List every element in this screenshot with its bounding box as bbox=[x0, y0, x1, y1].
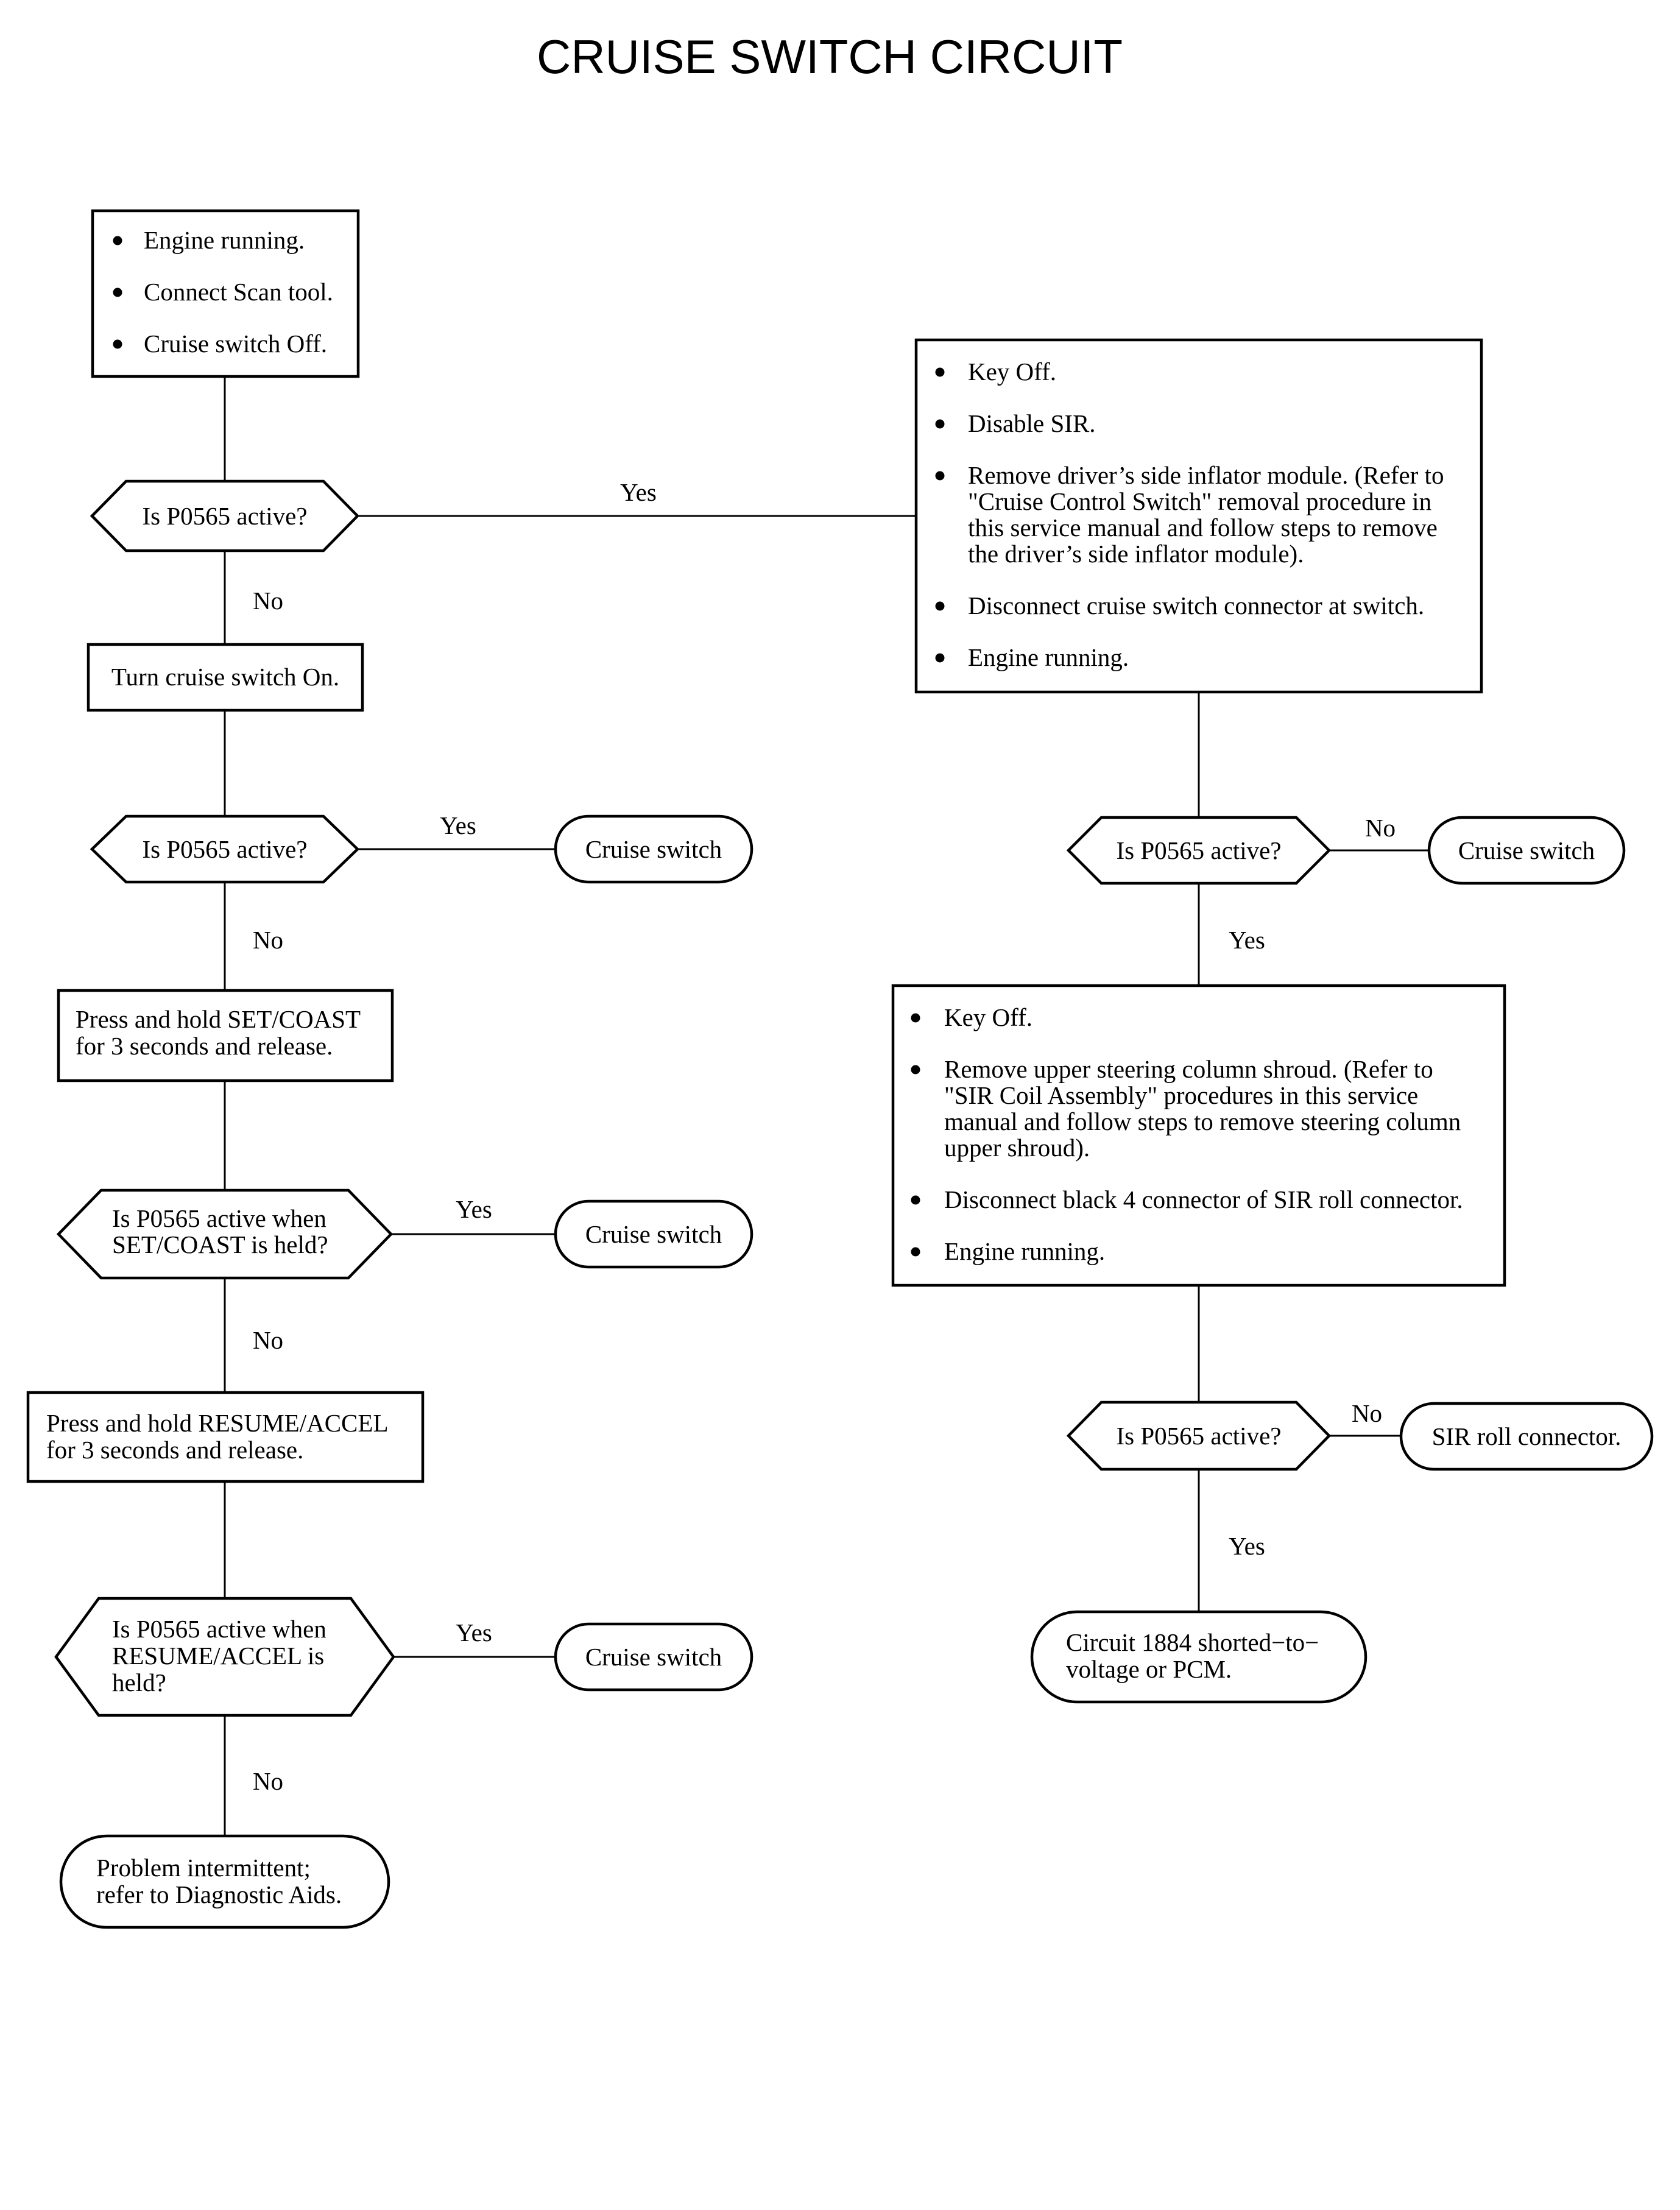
flow-text: CRUISE SWITCH CIRCUIT Engine running. Conn… bbox=[46, 30, 1621, 1908]
press-set-line-2: for 3 seconds and release. bbox=[76, 1032, 333, 1060]
end-cruise-switch-2 bbox=[554, 1199, 754, 1269]
q5-diamond bbox=[1066, 816, 1332, 885]
right-box-2-item-1-line-1: Key Off. bbox=[944, 1003, 1032, 1031]
q2-diamond bbox=[90, 814, 360, 884]
end-intermittent-line-1: Problem intermittent; bbox=[96, 1854, 311, 1882]
q3-yes-label: Yes bbox=[456, 1195, 492, 1223]
right-box-1-item-3-line-3: this service manual and follow steps to … bbox=[968, 514, 1438, 542]
right-box-1-bullet-4 bbox=[935, 601, 945, 611]
right-box-1-bullet-5 bbox=[935, 653, 945, 663]
end-cruise-switch-1-text: Cruise switch bbox=[585, 835, 722, 863]
q6-yes-label: Yes bbox=[1229, 1532, 1265, 1560]
press-set-box bbox=[57, 989, 394, 1082]
right-box-1-bullet-2 bbox=[935, 419, 945, 429]
q3-line-1: Is P0565 active when bbox=[112, 1204, 326, 1232]
right-box-2-bullet-3 bbox=[911, 1195, 920, 1205]
end-circuit-1884-line-1: Circuit 1884 shorted−to− bbox=[1066, 1628, 1319, 1656]
right-box-2-bullet-1 bbox=[911, 1013, 920, 1023]
right-box-2-item-2-line-3: manual and follow steps to remove steeri… bbox=[944, 1107, 1461, 1135]
q2-text: Is P0565 active? bbox=[143, 835, 308, 863]
q1-no-label: No bbox=[253, 587, 283, 615]
q3-no-label: No bbox=[253, 1326, 283, 1354]
q6-diamond bbox=[1066, 1400, 1332, 1471]
end-cruise-switch-1 bbox=[554, 814, 754, 884]
start-box bbox=[91, 209, 360, 378]
end-sir-roll-connector-text: SIR roll connector. bbox=[1432, 1422, 1622, 1450]
q2-no-label: No bbox=[253, 926, 283, 954]
end-cruise-switch-4-text: Cruise switch bbox=[1458, 836, 1595, 864]
q2-yes-label: Yes bbox=[440, 811, 476, 839]
flow-shapes bbox=[26, 209, 1654, 1929]
start-item-1-line-1: Engine running. bbox=[144, 226, 305, 254]
turn-on-box bbox=[86, 643, 364, 712]
end-circuit-1884-line-2: voltage or PCM. bbox=[1066, 1655, 1232, 1683]
page-title: CRUISE SWITCH CIRCUIT bbox=[537, 30, 1123, 83]
q5-no-label: No bbox=[1365, 814, 1396, 842]
right-box-1-bullet-1 bbox=[935, 367, 945, 377]
q4-diamond bbox=[54, 1597, 395, 1717]
right-box-1-item-4-line-1: Disconnect cruise switch connector at sw… bbox=[968, 591, 1424, 620]
start-bullet-2 bbox=[113, 288, 122, 297]
end-cruise-switch-4 bbox=[1427, 816, 1626, 885]
q5-yes-label: Yes bbox=[1229, 926, 1265, 954]
q3-diamond bbox=[56, 1188, 394, 1280]
q6-text: Is P0565 active? bbox=[1117, 1422, 1282, 1450]
q1-text: Is P0565 active? bbox=[143, 502, 308, 530]
press-resume-line-1: Press and hold RESUME/ACCEL bbox=[46, 1409, 389, 1437]
end-cruise-switch-2-text: Cruise switch bbox=[585, 1220, 722, 1248]
q4-no-label: No bbox=[253, 1767, 283, 1795]
right-box-1 bbox=[914, 338, 1483, 694]
right-box-2-item-2-line-4: upper shroud). bbox=[944, 1134, 1090, 1162]
q4-yes-label: Yes bbox=[456, 1619, 492, 1647]
end-circuit-1884 bbox=[1030, 1610, 1368, 1704]
turn-on-text: Turn cruise switch On. bbox=[111, 663, 339, 691]
q6-no-label: No bbox=[1352, 1399, 1382, 1427]
end-sir-roll-connector bbox=[1399, 1402, 1654, 1471]
right-box-2-item-2-line-2: "SIR Coil Assembly" procedures in this s… bbox=[944, 1081, 1418, 1109]
start-bullet-1 bbox=[113, 236, 122, 245]
q4-line-3: held? bbox=[112, 1668, 166, 1696]
right-box-2 bbox=[891, 984, 1506, 1287]
flow-connectors bbox=[224, 376, 1429, 1836]
q5-text: Is P0565 active? bbox=[1117, 836, 1282, 864]
start-item-2-line-1: Connect Scan tool. bbox=[144, 278, 333, 306]
right-box-1-item-5-line-1: Engine running. bbox=[968, 643, 1129, 671]
right-box-2-item-3-line-1: Disconnect black 4 connector of SIR roll… bbox=[944, 1185, 1463, 1213]
q1-yes-label: Yes bbox=[620, 478, 657, 506]
end-intermittent-line-2: refer to Diagnostic Aids. bbox=[96, 1880, 342, 1908]
right-box-1-item-3-line-2: "Cruise Control Switch" removal procedur… bbox=[968, 487, 1431, 515]
start-item-3-line-1: Cruise switch Off. bbox=[144, 330, 327, 358]
right-box-2-item-4-line-1: Engine running. bbox=[944, 1237, 1105, 1265]
right-box-2-bullet-4 bbox=[911, 1247, 920, 1257]
end-intermittent bbox=[59, 1834, 390, 1929]
q3-line-2: SET/COAST is held? bbox=[112, 1230, 328, 1259]
right-box-1-item-3-line-1: Remove driver’s side inflator module. (R… bbox=[968, 461, 1444, 489]
press-set-line-1: Press and hold SET/COAST bbox=[76, 1005, 361, 1033]
right-box-2-bullet-2 bbox=[911, 1065, 920, 1075]
press-resume-line-2: for 3 seconds and release. bbox=[46, 1436, 303, 1464]
start-bullet-3 bbox=[113, 339, 122, 349]
end-cruise-switch-3 bbox=[554, 1622, 754, 1692]
q1-diamond bbox=[90, 479, 360, 552]
right-box-1-item-2-line-1: Disable SIR. bbox=[968, 409, 1096, 437]
right-box-1-item-3-line-4: the driver’s side inflator module). bbox=[968, 540, 1304, 568]
press-resume-box bbox=[26, 1391, 425, 1483]
right-box-2-item-2-line-1: Remove upper steering column shroud. (Re… bbox=[944, 1055, 1433, 1083]
q4-line-2: RESUME/ACCEL is bbox=[112, 1642, 324, 1670]
right-box-1-item-1-line-1: Key Off. bbox=[968, 358, 1056, 386]
right-box-1-bullet-3 bbox=[935, 471, 945, 481]
end-cruise-switch-3-text: Cruise switch bbox=[585, 1643, 722, 1671]
q4-line-1: Is P0565 active when bbox=[112, 1615, 326, 1643]
